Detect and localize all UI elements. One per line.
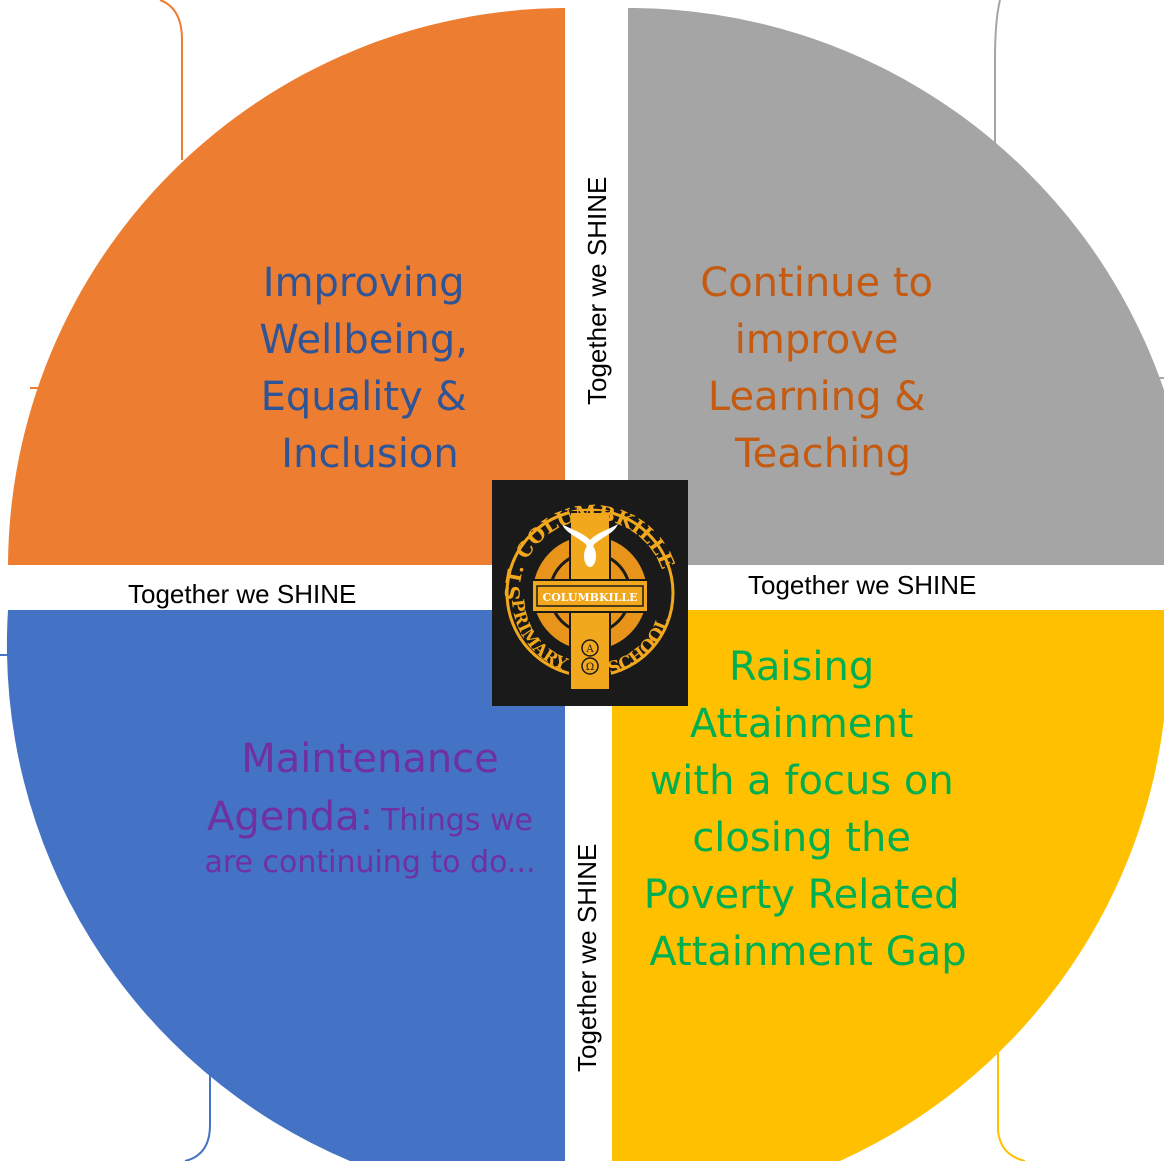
logo-band-text: COLUMBKILLE	[542, 591, 637, 604]
br-line-5: Poverty Related	[644, 872, 960, 918]
tr-line-4: Teaching	[734, 431, 911, 477]
br-line-4: closing the	[692, 815, 911, 861]
alpha-omega-icon: A Ω	[581, 639, 599, 675]
divider-label-bottom: Together we SHINE	[572, 844, 602, 1072]
tl-line-1: Improving	[263, 260, 465, 306]
br-line-6: Attainment Gap	[649, 929, 966, 975]
bl-agenda-small: Things we	[380, 803, 533, 838]
br-line-2: Attainment	[690, 701, 914, 747]
tr-line-2: improve	[735, 317, 899, 363]
divider-label-top: Together we SHINE	[582, 177, 612, 405]
divider-label-left: Together we SHINE	[128, 579, 356, 609]
br-line-3: with a focus on	[650, 758, 954, 804]
bl-line-1: Maintenance	[241, 736, 499, 782]
dove-icon	[562, 524, 618, 567]
quadrant-bottom-left-agenda: Agenda:Things we	[207, 794, 533, 840]
quadrant-top-right-text: Continue to improve Learning & Teaching	[700, 260, 945, 477]
svg-text:Ω: Ω	[586, 662, 594, 673]
bl-line-3: are continuing to do...	[204, 845, 535, 880]
quadrant-bottom-left-line3: are continuing to do...	[204, 845, 535, 880]
divider-label-right: Together we SHINE	[748, 570, 976, 600]
quadrant-top-left	[8, 8, 565, 565]
quadrant-bottom-right	[612, 610, 1164, 1161]
tr-line-3: Learning &	[708, 374, 926, 420]
tl-line-2: Wellbeing,	[259, 317, 468, 363]
svg-text:A: A	[585, 644, 594, 655]
bl-agenda-label: Agenda:	[207, 794, 373, 840]
tl-line-4: Inclusion	[281, 431, 458, 477]
school-logo: COLUMBKILLE A Ω ST. COLUMBKILLE PRIMARY …	[492, 480, 688, 706]
quadrant-bottom-left-text: Maintenance	[241, 736, 499, 782]
br-line-1: Raising	[729, 644, 874, 690]
quadrant-top-right	[628, 7, 1164, 566]
quadrant-bottom-left	[6, 610, 565, 1161]
tl-line-3: Equality &	[261, 374, 467, 420]
quadrant-top-left-text: Improving Wellbeing, Equality & Inclusio…	[259, 260, 480, 477]
quadrant-bottom-right-text: Raising Attainment with a focus on closi…	[644, 644, 973, 975]
tr-line-1: Continue to	[700, 260, 933, 306]
